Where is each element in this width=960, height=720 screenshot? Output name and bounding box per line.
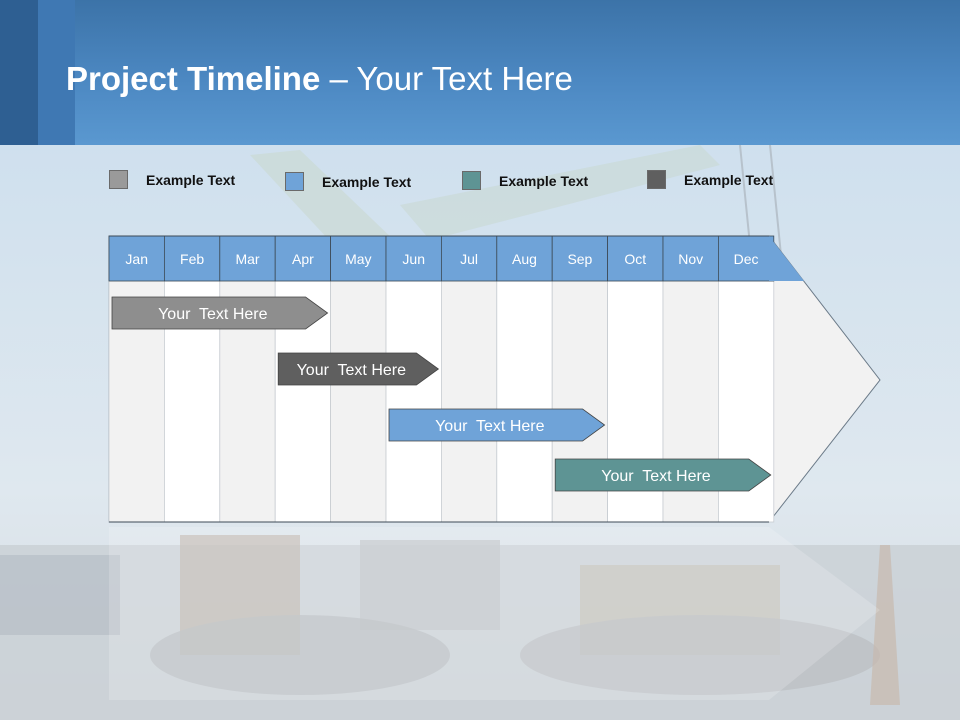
month-header-cell [607, 235, 664, 282]
month-label: Feb [180, 251, 204, 267]
month-label: Dec [734, 251, 759, 267]
legend-label: Example Text [684, 171, 774, 188]
month-column [330, 280, 387, 523]
timeline-arrow-header-cap [769, 236, 804, 281]
title-rest: – Your Text Here [320, 60, 573, 97]
legend-item: Example Text [462, 171, 588, 190]
month-label: Jul [460, 251, 478, 267]
month-column [385, 280, 442, 523]
legend: Example Text Example Text Example Text E… [0, 170, 960, 194]
month-header-cell [330, 235, 387, 282]
month-header-cell [108, 235, 165, 282]
month-header-cell [718, 235, 775, 282]
legend-swatch [109, 170, 128, 189]
month-header-cell [551, 235, 609, 282]
task-bar [277, 352, 440, 386]
month-label: May [345, 251, 371, 267]
task-bar [554, 458, 772, 492]
month-column [496, 280, 553, 523]
header-accent-stripe [38, 0, 75, 145]
month-header-cell [662, 235, 719, 282]
month-label: Nov [678, 251, 703, 267]
month-header-cell [385, 235, 442, 282]
month-label: Apr [292, 251, 314, 267]
legend-item: Example Text [285, 172, 411, 191]
month-label: Jan [125, 251, 148, 267]
legend-swatch [285, 172, 304, 191]
task-bar [388, 408, 606, 442]
month-label: Aug [512, 251, 537, 267]
month-label: Oct [624, 251, 646, 267]
legend-item: Example Text [647, 170, 773, 189]
month-header-cell [219, 235, 276, 282]
month-label: Sep [567, 251, 592, 267]
legend-item: Example Text [109, 170, 235, 189]
legend-swatch [647, 170, 666, 189]
month-header-cell [274, 235, 332, 282]
title-bold: Project Timeline [66, 60, 321, 97]
legend-label: Example Text [499, 172, 589, 189]
month-column [440, 280, 498, 523]
legend-swatch [462, 171, 481, 190]
header-accent-stripe [0, 0, 38, 145]
legend-label: Example Text [322, 173, 412, 190]
task-bar [111, 296, 329, 330]
month-label: Jun [402, 251, 425, 267]
page-title: Project Timeline – Your Text Here [66, 60, 573, 98]
task-bar-label: Your Text Here [297, 362, 407, 379]
task-bar-label: Your Text Here [158, 306, 268, 323]
timeline-reflection [109, 527, 880, 700]
task-bar-label: Your Text Here [601, 468, 711, 485]
month-header-cell [440, 235, 498, 282]
task-bar-label: Your Text Here [435, 418, 545, 435]
header-band [0, 0, 960, 145]
month-label: Mar [235, 251, 259, 267]
legend-label: Example Text [146, 171, 236, 188]
